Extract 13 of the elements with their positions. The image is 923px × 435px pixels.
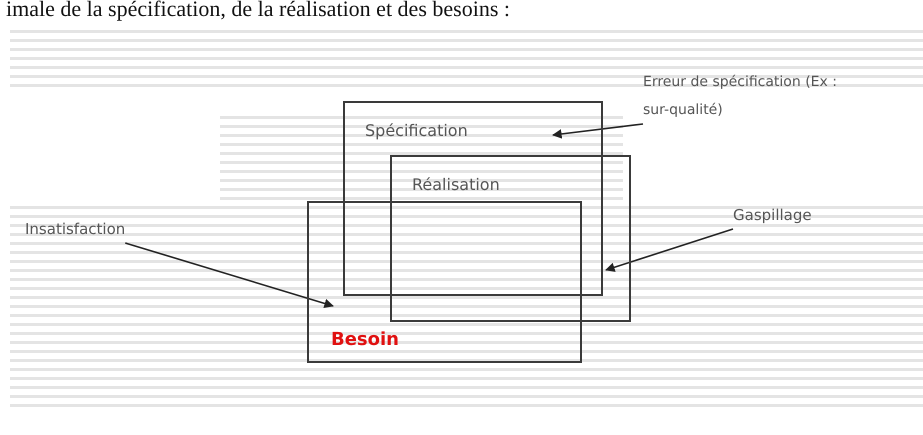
need-box xyxy=(307,201,582,363)
box-title: Réalisation xyxy=(412,175,500,194)
annotation-text: Erreur de spécification (Ex : sur-qualité) xyxy=(643,68,838,124)
box-title: Spécification xyxy=(365,121,468,140)
heading-text: imale de la spécification, de la réalisation et des besoins : xyxy=(6,0,510,22)
specification-box xyxy=(343,101,603,296)
box-title: Besoin xyxy=(331,329,399,350)
annotation-text: Gaspillage xyxy=(733,201,812,229)
realisation-box xyxy=(390,155,631,322)
leader-arrow xyxy=(605,228,734,272)
leader-arrow xyxy=(125,242,334,308)
leader-arrow xyxy=(552,123,644,139)
annotation-text: Insatisfaction xyxy=(25,215,126,243)
